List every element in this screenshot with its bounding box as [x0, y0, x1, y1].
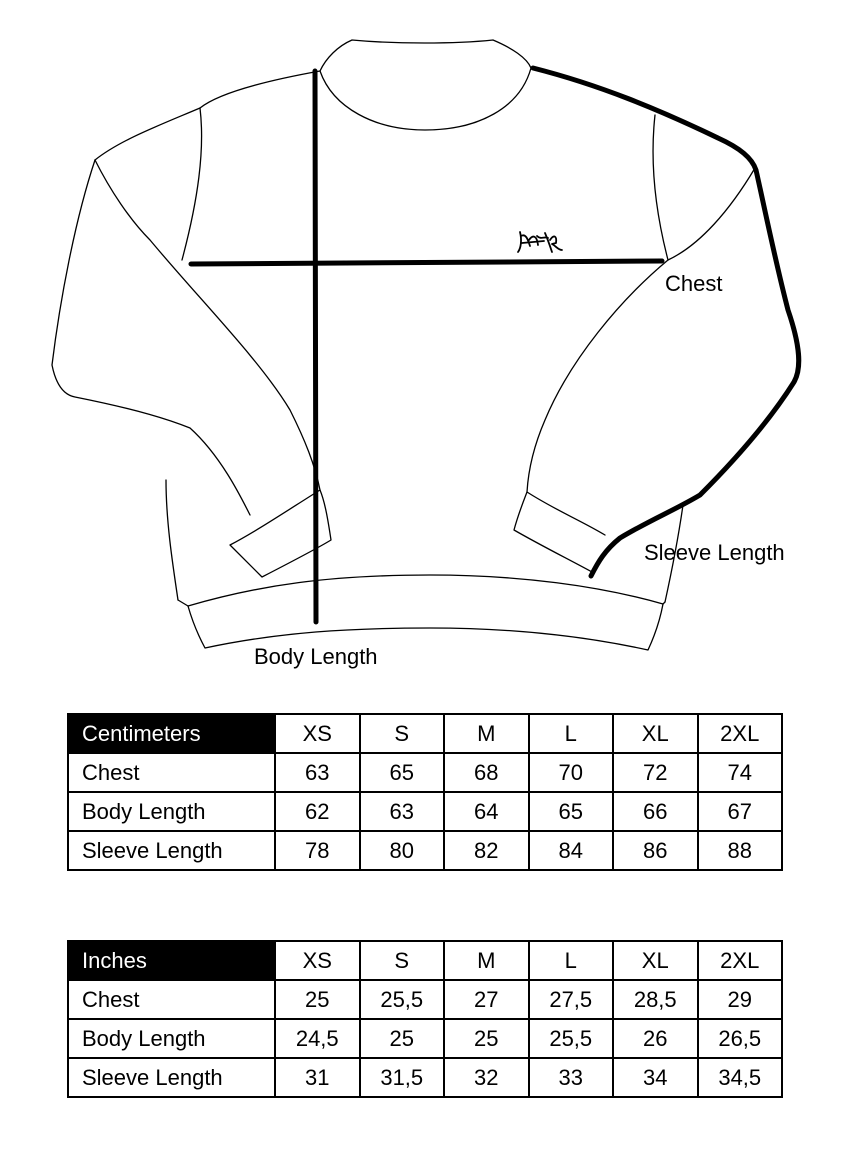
- table-cell: 74: [696, 752, 783, 793]
- unit-header-inches: Inches: [67, 940, 276, 981]
- table-cell: 31,5: [358, 1057, 445, 1098]
- row-label: Sleeve Length: [67, 830, 276, 871]
- table-cell: 65: [527, 791, 614, 832]
- right-sleeve-seam: [526, 167, 756, 493]
- table-cell: 63: [358, 791, 445, 832]
- sleeve-length-line: [530, 65, 802, 579]
- table-cell: 25,5: [527, 1018, 614, 1059]
- table-cell: 26,5: [696, 1018, 783, 1059]
- left-sleeve-seam: [94, 159, 321, 491]
- centimeters-size-table: Centimeters XS S M L XL 2XL Chest 63 65 …: [67, 713, 783, 871]
- table-cell: 24,5: [274, 1018, 361, 1059]
- table-cell: 34: [612, 1057, 699, 1098]
- table-cell: 26: [612, 1018, 699, 1059]
- size-header: M: [443, 713, 530, 754]
- sweater-diagram: [51, 39, 802, 651]
- unit-header-centimeters: Centimeters: [67, 713, 276, 754]
- table-row: Chest 63 65 68 70 72 74: [67, 752, 783, 793]
- collar-outline: [319, 39, 532, 72]
- left-shoulder-outline: [94, 70, 321, 161]
- size-header: XL: [612, 713, 699, 754]
- table-cell: 82: [443, 830, 530, 871]
- waistband-top: [187, 574, 664, 607]
- table-row: Sleeve Length 78 80 82 84 86 88: [67, 830, 783, 871]
- table-row: Chest 25 25,5 27 27,5 28,5 29: [67, 979, 783, 1020]
- sleeve-length-label: Sleeve Length: [644, 540, 785, 565]
- waistband-joins: [177, 599, 666, 607]
- table-cell: 25,5: [358, 979, 445, 1020]
- chest-label: Chest: [665, 271, 723, 296]
- table-cell: 64: [443, 791, 530, 832]
- table-header-row: Centimeters XS S M L XL 2XL: [67, 713, 783, 754]
- row-label: Body Length: [67, 791, 276, 832]
- table-cell: 28,5: [612, 979, 699, 1020]
- table-cell: 31: [274, 1057, 361, 1098]
- table-cell: 25: [443, 1018, 530, 1059]
- table-cell: 63: [274, 752, 361, 793]
- body-length-label: Body Length: [254, 644, 378, 669]
- left-sleeve-outline: [51, 159, 251, 516]
- table-cell: 66: [612, 791, 699, 832]
- table-row: Body Length 62 63 64 65 66 67: [67, 791, 783, 832]
- left-armhole-line: [181, 107, 203, 261]
- size-header: S: [358, 940, 445, 981]
- size-header: L: [527, 940, 614, 981]
- body-right-side: [664, 504, 684, 603]
- table-cell: 27: [443, 979, 530, 1020]
- table-cell: 78: [274, 830, 361, 871]
- collar-inner-line: [319, 67, 532, 131]
- table-cell: 34,5: [696, 1057, 783, 1098]
- size-header: XS: [274, 940, 361, 981]
- size-header: 2XL: [696, 940, 783, 981]
- table-row: Body Length 24,5 25 25 25,5 26 26,5: [67, 1018, 783, 1059]
- right-armhole-line: [652, 114, 669, 261]
- table-cell: 80: [358, 830, 445, 871]
- row-label: Body Length: [67, 1018, 276, 1059]
- body-length-line: [312, 68, 319, 625]
- size-header: S: [358, 713, 445, 754]
- waistband-outline: [187, 603, 664, 651]
- table-cell: 27,5: [527, 979, 614, 1020]
- table-cell: 68: [443, 752, 530, 793]
- chest-line: [188, 258, 665, 267]
- size-header: L: [527, 713, 614, 754]
- table-cell: 32: [443, 1057, 530, 1098]
- table-cell: 25: [274, 979, 361, 1020]
- inches-size-table: Inches XS S M L XL 2XL Chest 25 25,5 27 …: [67, 940, 783, 1098]
- table-cell: 62: [274, 791, 361, 832]
- row-label: Sleeve Length: [67, 1057, 276, 1098]
- table-cell: 84: [527, 830, 614, 871]
- table-cell: 70: [527, 752, 614, 793]
- body-left-side: [165, 479, 179, 601]
- table-cell: 67: [696, 791, 783, 832]
- table-cell: 29: [696, 979, 783, 1020]
- table-cell: 72: [612, 752, 699, 793]
- table-row: Sleeve Length 31 31,5 32 33 34 34,5: [67, 1057, 783, 1098]
- right-cuff-outline: [513, 491, 606, 573]
- table-cell: 65: [358, 752, 445, 793]
- table-cell: 86: [612, 830, 699, 871]
- table-cell: 33: [527, 1057, 614, 1098]
- size-header: 2XL: [696, 713, 783, 754]
- size-header: XS: [274, 713, 361, 754]
- table-header-row: Inches XS S M L XL 2XL: [67, 940, 783, 981]
- table-cell: 88: [696, 830, 783, 871]
- table-cell: 25: [358, 1018, 445, 1059]
- brand-signature-logo: [517, 231, 563, 253]
- size-header: XL: [612, 940, 699, 981]
- size-header: M: [443, 940, 530, 981]
- row-label: Chest: [67, 979, 276, 1020]
- row-label: Chest: [67, 752, 276, 793]
